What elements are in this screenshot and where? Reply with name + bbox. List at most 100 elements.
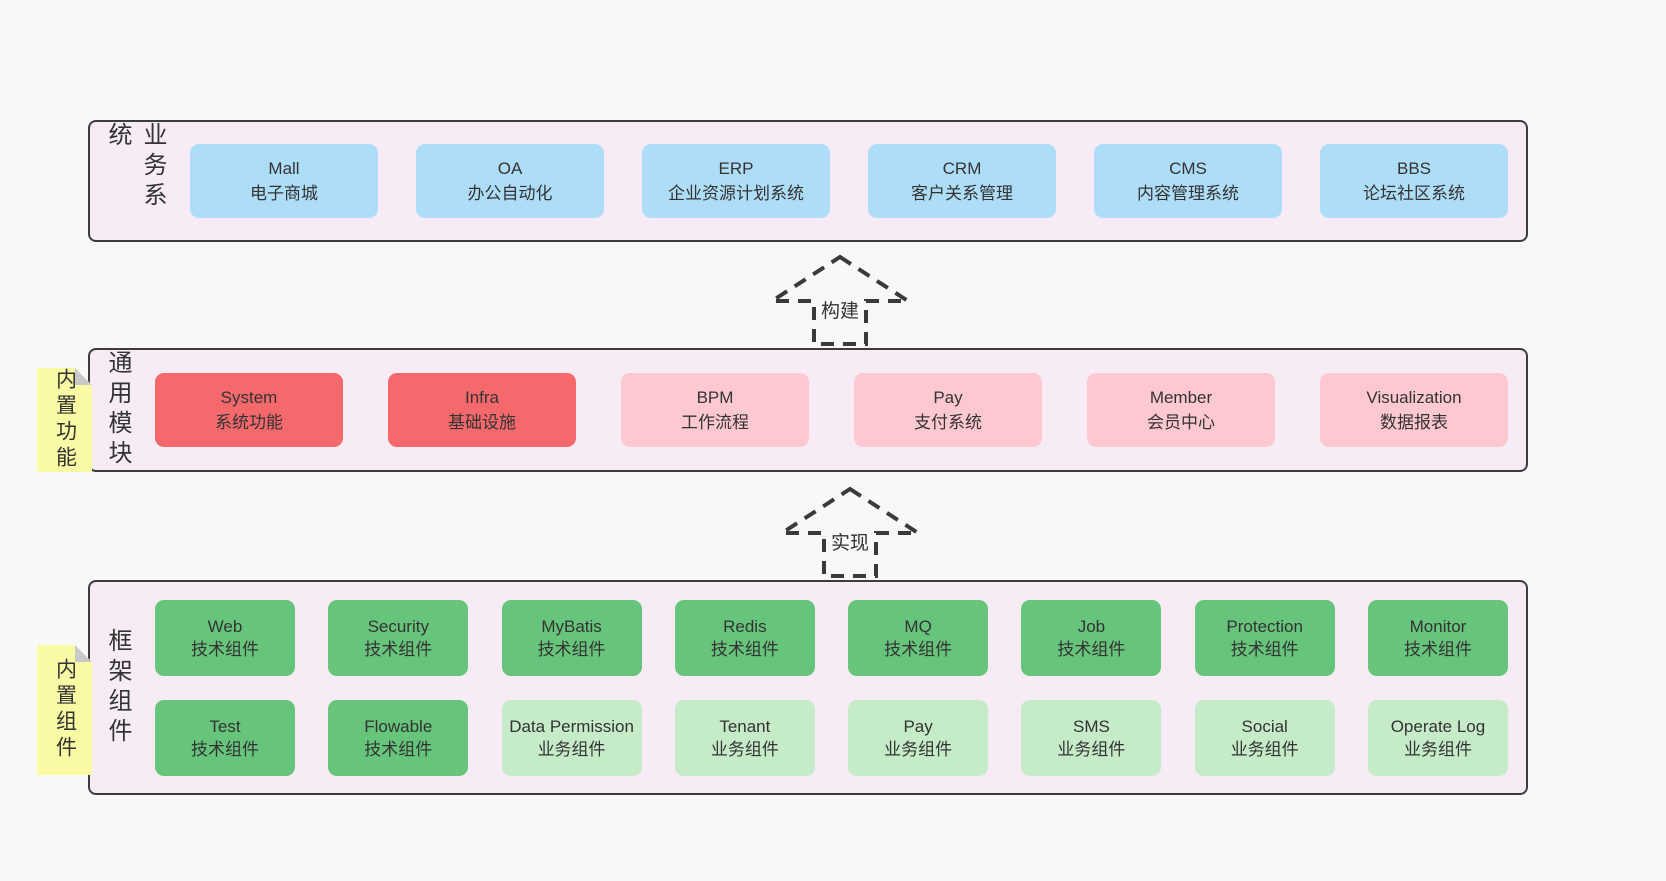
box-title: System — [220, 388, 278, 407]
box-title: Tenant — [719, 716, 771, 736]
box-crm: CRM 客户关系管理 — [868, 144, 1056, 218]
box-mq: MQ 技术组件 — [848, 599, 989, 676]
box-visualization: Visualization 数据报表 — [1320, 373, 1508, 447]
box-subtitle: 论坛社区系统 — [1363, 184, 1465, 203]
common-modules-boxes: System 系统功能 Infra 基础设施 BPM 工作流程 Pay 支付系统… — [135, 350, 1526, 470]
layer-business-systems-label: 业务系统 — [104, 122, 166, 212]
box-bbs: BBS 论坛社区系统 — [1320, 144, 1508, 218]
business-systems-boxes: Mall 电子商城 OA 办公自动化 ERP 企业资源计划系统 CRM 客户关系… — [170, 122, 1526, 240]
box-system: System 系统功能 — [155, 373, 343, 447]
box-title: CRM — [942, 159, 982, 178]
box-title: BBS — [1396, 159, 1432, 178]
box-subtitle: 基础设施 — [448, 413, 516, 432]
box-subtitle: 技术组件 — [1057, 639, 1126, 659]
box-subtitle: 业务组件 — [1403, 739, 1472, 759]
box-subtitle: 业务组件 — [710, 739, 779, 759]
box-subtitle: 业务组件 — [1057, 739, 1126, 759]
box-title: Security — [367, 616, 429, 636]
box-data-permission: Data Permission 业务组件 — [501, 699, 642, 776]
framework-components-boxes: Web 技术组件 Security 技术组件 MyBatis 技术组件 Redi… — [135, 582, 1526, 793]
layer-business-systems: 业务系统 Mall 电子商城 OA 办公自动化 ERP 企业资源计划系统 CRM… — [88, 120, 1528, 242]
arrow-implement: 实现 — [770, 486, 930, 578]
box-title: Visualization — [1366, 388, 1462, 407]
layer-common-modules-label: 通用模块 — [104, 350, 131, 470]
box-title: SMS — [1072, 716, 1110, 736]
box-subtitle: 技术组件 — [884, 639, 953, 659]
box-title: Web — [207, 616, 243, 636]
box-subtitle: 系统功能 — [215, 413, 283, 432]
box-subtitle: 技术组件 — [537, 639, 606, 659]
box-operate-log: Operate Log 业务组件 — [1367, 699, 1508, 776]
box-subtitle: 技术组件 — [364, 639, 433, 659]
box-tenant: Tenant 业务组件 — [674, 699, 815, 776]
layer-framework-components: 框架组件 Web 技术组件 Security 技术组件 MyBatis 技术组件… — [88, 580, 1528, 795]
box-security: Security 技术组件 — [328, 599, 469, 676]
arrow-build-label: 构建 — [818, 301, 861, 322]
note-built-in-components: 内置组件 — [37, 645, 92, 775]
box-title: BPM — [696, 388, 734, 407]
note-built-in-functions: 内置功能 — [37, 368, 92, 472]
box-oa: OA 办公自动化 — [416, 144, 604, 218]
box-subtitle: 技术组件 — [1403, 639, 1472, 659]
framework-row-1: Web 技术组件 Security 技术组件 MyBatis 技术组件 Redi… — [155, 599, 1508, 676]
layer-common-modules: 通用模块 System 系统功能 Infra 基础设施 BPM 工作流程 Pay… — [88, 348, 1528, 472]
box-mall: Mall 电子商城 — [190, 144, 378, 218]
note-text: 内置功能 — [53, 368, 77, 472]
box-subtitle: 业务组件 — [1230, 739, 1299, 759]
box-title: MyBatis — [541, 616, 602, 636]
layer-framework-components-label: 框架组件 — [104, 627, 131, 748]
framework-row-2: Test 技术组件 Flowable 技术组件 Data Permission … — [155, 699, 1508, 776]
box-member: Member 会员中心 — [1087, 373, 1275, 447]
box-subtitle: 会员中心 — [1147, 413, 1215, 432]
box-title: Redis — [723, 616, 767, 636]
box-subtitle: 技术组件 — [191, 639, 259, 659]
box-subtitle: 内容管理系统 — [1137, 184, 1239, 203]
box-subtitle: 电子商城 — [250, 184, 318, 203]
arrow-build: 构建 — [760, 254, 920, 346]
box-redis: Redis 技术组件 — [674, 599, 815, 676]
box-mybatis: MyBatis 技术组件 — [501, 599, 642, 676]
box-monitor: Monitor 技术组件 — [1367, 599, 1508, 676]
box-subtitle: 技术组件 — [364, 739, 433, 759]
box-title: Job — [1077, 616, 1106, 636]
box-social: Social 业务组件 — [1194, 699, 1335, 776]
box-title: Operate Log — [1390, 716, 1486, 736]
box-cms: CMS 内容管理系统 — [1094, 144, 1282, 218]
box-pay-system: Pay 支付系统 — [854, 373, 1042, 447]
box-title: Mall — [268, 159, 300, 178]
box-test: Test 技术组件 — [155, 699, 295, 776]
box-title: Pay — [933, 388, 963, 407]
box-subtitle: 业务组件 — [537, 739, 606, 759]
box-subtitle: 支付系统 — [914, 413, 982, 432]
box-flowable: Flowable 技术组件 — [328, 699, 469, 776]
box-title: Monitor — [1409, 616, 1467, 636]
box-protection: Protection 技术组件 — [1194, 599, 1335, 676]
box-subtitle: 技术组件 — [191, 739, 259, 759]
note-text: 内置组件 — [53, 658, 77, 762]
box-title: Pay — [903, 716, 933, 736]
box-job: Job 技术组件 — [1021, 599, 1162, 676]
box-subtitle: 业务组件 — [884, 739, 953, 759]
box-title: ERP — [718, 159, 754, 178]
box-subtitle: 技术组件 — [1230, 639, 1299, 659]
box-subtitle: 技术组件 — [710, 639, 779, 659]
box-title: Test — [209, 716, 241, 736]
box-title: Flowable — [364, 716, 433, 736]
box-infra: Infra 基础设施 — [388, 373, 576, 447]
box-title: Protection — [1226, 616, 1303, 636]
box-erp: ERP 企业资源计划系统 — [642, 144, 830, 218]
box-title: Member — [1149, 388, 1213, 407]
box-subtitle: 办公自动化 — [467, 184, 553, 203]
up-arrow-icon — [775, 486, 925, 578]
arrow-implement-label: 实现 — [828, 533, 871, 554]
box-title: MQ — [904, 616, 932, 636]
box-web: Web 技术组件 — [155, 599, 295, 676]
box-subtitle: 客户关系管理 — [911, 184, 1013, 203]
box-bpm: BPM 工作流程 — [621, 373, 809, 447]
box-sms: SMS 业务组件 — [1021, 699, 1162, 776]
box-title: Data Permission — [509, 716, 634, 736]
box-title: Social — [1241, 716, 1288, 736]
box-title: Infra — [464, 388, 500, 407]
up-arrow-icon — [765, 254, 915, 346]
box-subtitle: 企业资源计划系统 — [668, 184, 804, 203]
